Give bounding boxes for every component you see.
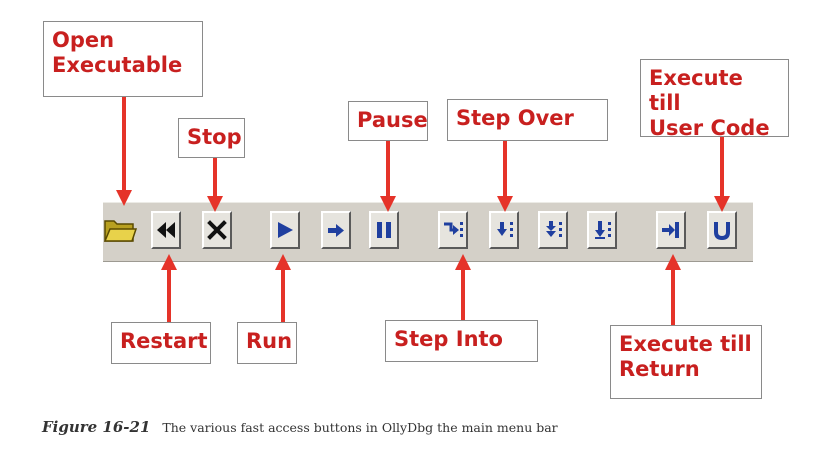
restart-button[interactable] bbox=[151, 211, 181, 249]
execute-till-user-code-icon bbox=[714, 222, 730, 240]
step-into-icon bbox=[444, 222, 463, 237]
restart-icon bbox=[157, 222, 175, 238]
label-pause: Pause bbox=[348, 101, 428, 141]
step-into-button[interactable] bbox=[438, 211, 468, 249]
label-execute-till-return: Execute till Return bbox=[610, 325, 762, 399]
execute-till-return-button[interactable] bbox=[656, 211, 686, 249]
label-stop: Stop bbox=[178, 118, 245, 158]
run-icon bbox=[278, 222, 293, 238]
caption-text: The various fast access buttons in OllyD… bbox=[162, 420, 558, 435]
animate-icon bbox=[328, 224, 344, 237]
label-step-over: Step Over bbox=[447, 99, 608, 141]
label-open-executable: Open Executable bbox=[43, 21, 203, 97]
animate-into-icon bbox=[546, 221, 562, 237]
label-execute-till-user-code: Execute till User Code bbox=[640, 59, 789, 140]
stop-icon bbox=[207, 220, 227, 240]
label-run: Run bbox=[237, 322, 297, 364]
open-executable-button[interactable] bbox=[103, 211, 137, 249]
animate-button[interactable] bbox=[321, 211, 351, 249]
animate-over-button[interactable] bbox=[587, 211, 617, 249]
label-restart: Restart bbox=[111, 322, 211, 364]
pause-icon bbox=[377, 222, 391, 238]
pause-button[interactable] bbox=[369, 211, 399, 249]
figure-caption: Figure 16-21 The various fast access but… bbox=[42, 418, 558, 436]
label-step-into: Step Into bbox=[385, 320, 538, 362]
open-folder-icon bbox=[103, 220, 137, 242]
animate-over-icon bbox=[595, 221, 611, 239]
animate-into-button[interactable] bbox=[538, 211, 568, 249]
execute-till-user-code-button[interactable] bbox=[707, 211, 737, 249]
step-over-icon bbox=[497, 222, 513, 237]
figure-number: Figure 16-21 bbox=[42, 418, 151, 436]
run-button[interactable] bbox=[270, 211, 300, 249]
stop-button[interactable] bbox=[202, 211, 232, 249]
execute-till-return-icon bbox=[662, 222, 679, 238]
step-over-button[interactable] bbox=[489, 211, 519, 249]
